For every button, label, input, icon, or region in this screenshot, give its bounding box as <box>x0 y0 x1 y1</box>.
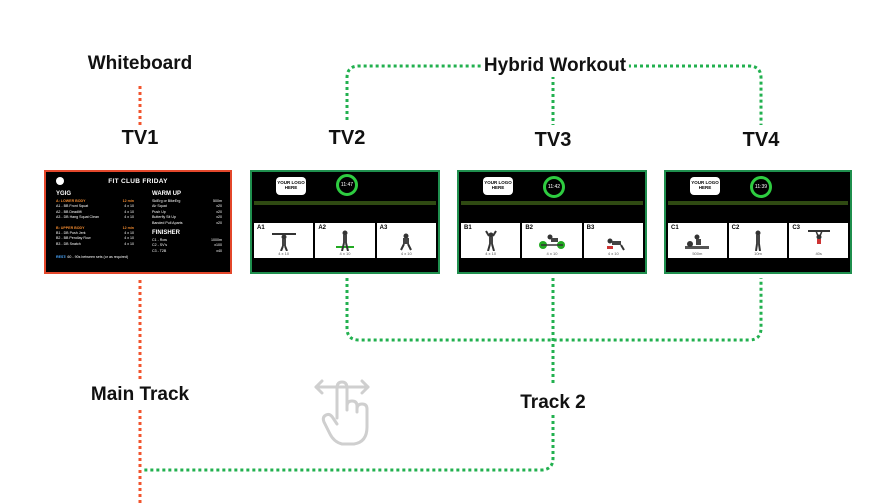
exercise-panels: C1 500m C2 10m C3 40s <box>668 223 849 258</box>
hybrid-bracket-line <box>345 64 763 125</box>
athlete-figure-icon <box>538 234 565 249</box>
whiteboard-label: Whiteboard <box>87 53 193 74</box>
whiteboard-left-column: YGIG A: LOWER BODY 12 min A1 - BB Front … <box>56 190 134 247</box>
tv1-label: TV1 <box>121 127 159 149</box>
athlete-figure-icon <box>755 230 761 251</box>
tv2-screen: YOUR LOGO HERE 11:47 A1 4 x 10 A2 4 x 10… <box>250 170 440 274</box>
athlete-figure-icon <box>685 234 710 249</box>
club-logo-icon <box>56 177 64 185</box>
tv3-screen: YOUR LOGO HERE 11:42 B1 4 x 10 B2 4 x 10… <box>457 170 647 274</box>
exercise-panels: B1 4 x 10 B2 4 x 10 B3 4 x 10 <box>461 223 643 258</box>
athlete-figure-icon <box>271 233 296 251</box>
logo-placeholder: YOUR LOGO HERE <box>483 177 513 195</box>
ygig-heading: YGIG <box>56 191 72 197</box>
track2-to-main-line <box>142 415 555 472</box>
exercise-panel: B1 4 x 10 <box>461 223 521 258</box>
athlete-figure-icon <box>484 230 497 251</box>
tv4-label: TV4 <box>742 129 780 151</box>
timer-ring: 11:47 <box>336 174 358 196</box>
timer-ring: 11:39 <box>750 176 772 198</box>
exercise-panel: C3 40s <box>789 223 849 258</box>
progress-bar <box>461 201 643 205</box>
hybrid-workout-label: Hybrid Workout <box>480 55 630 77</box>
tv4-screen: YOUR LOGO HERE 11:39 C1 500m C2 10m C3 4… <box>664 170 852 274</box>
exercise-panel: A2 4 x 10 <box>315 223 375 258</box>
warmup-heading: WARM UP <box>152 191 181 197</box>
athlete-figure-icon <box>607 238 626 251</box>
main-track-label: Main Track <box>88 384 192 406</box>
tv2-label: TV2 <box>328 127 366 149</box>
rest-note: REST: 60 - 90s between sets (or as requi… <box>56 255 129 259</box>
exercise-panel: C2 10m <box>728 223 788 258</box>
exercise-panel: C1 500m <box>668 223 727 258</box>
track2-label: Track 2 <box>518 392 588 414</box>
tv3-label: TV3 <box>534 129 572 151</box>
exercise-panel: A1 4 x 10 <box>254 223 314 258</box>
tv1-whiteboard-screen: FIT CLUB FRIDAY YGIG A: LOWER BODY 12 mi… <box>44 170 232 274</box>
upper-body-header: B: UPPER BODY 12 min <box>56 225 134 230</box>
exercise-panel: B2 4 x 10 <box>522 223 582 258</box>
whiteboard-title: FIT CLUB FRIDAY <box>108 178 168 185</box>
logo-placeholder: YOUR LOGO HERE <box>690 177 720 195</box>
progress-bar <box>254 201 436 205</box>
athlete-figure-icon <box>400 233 413 251</box>
swipe-hand-icon <box>314 379 370 446</box>
logo-placeholder: YOUR LOGO HERE <box>276 177 306 195</box>
finisher-heading: FINISHER <box>152 230 181 237</box>
athlete-figure-icon <box>807 230 830 244</box>
exercise-panels: A1 4 x 10 A2 4 x 10 A3 4 x 10 <box>254 223 436 258</box>
athlete-figure-icon <box>335 230 354 251</box>
timer-ring: 11:42 <box>543 176 565 198</box>
lower-body-header: A: LOWER BODY 12 min <box>56 199 134 203</box>
track2-merge-line <box>345 278 763 385</box>
exercise-panel: B3 4 x 10 <box>583 223 643 258</box>
exercise-panel: A3 4 x 10 <box>376 223 436 258</box>
progress-bar <box>668 201 848 205</box>
